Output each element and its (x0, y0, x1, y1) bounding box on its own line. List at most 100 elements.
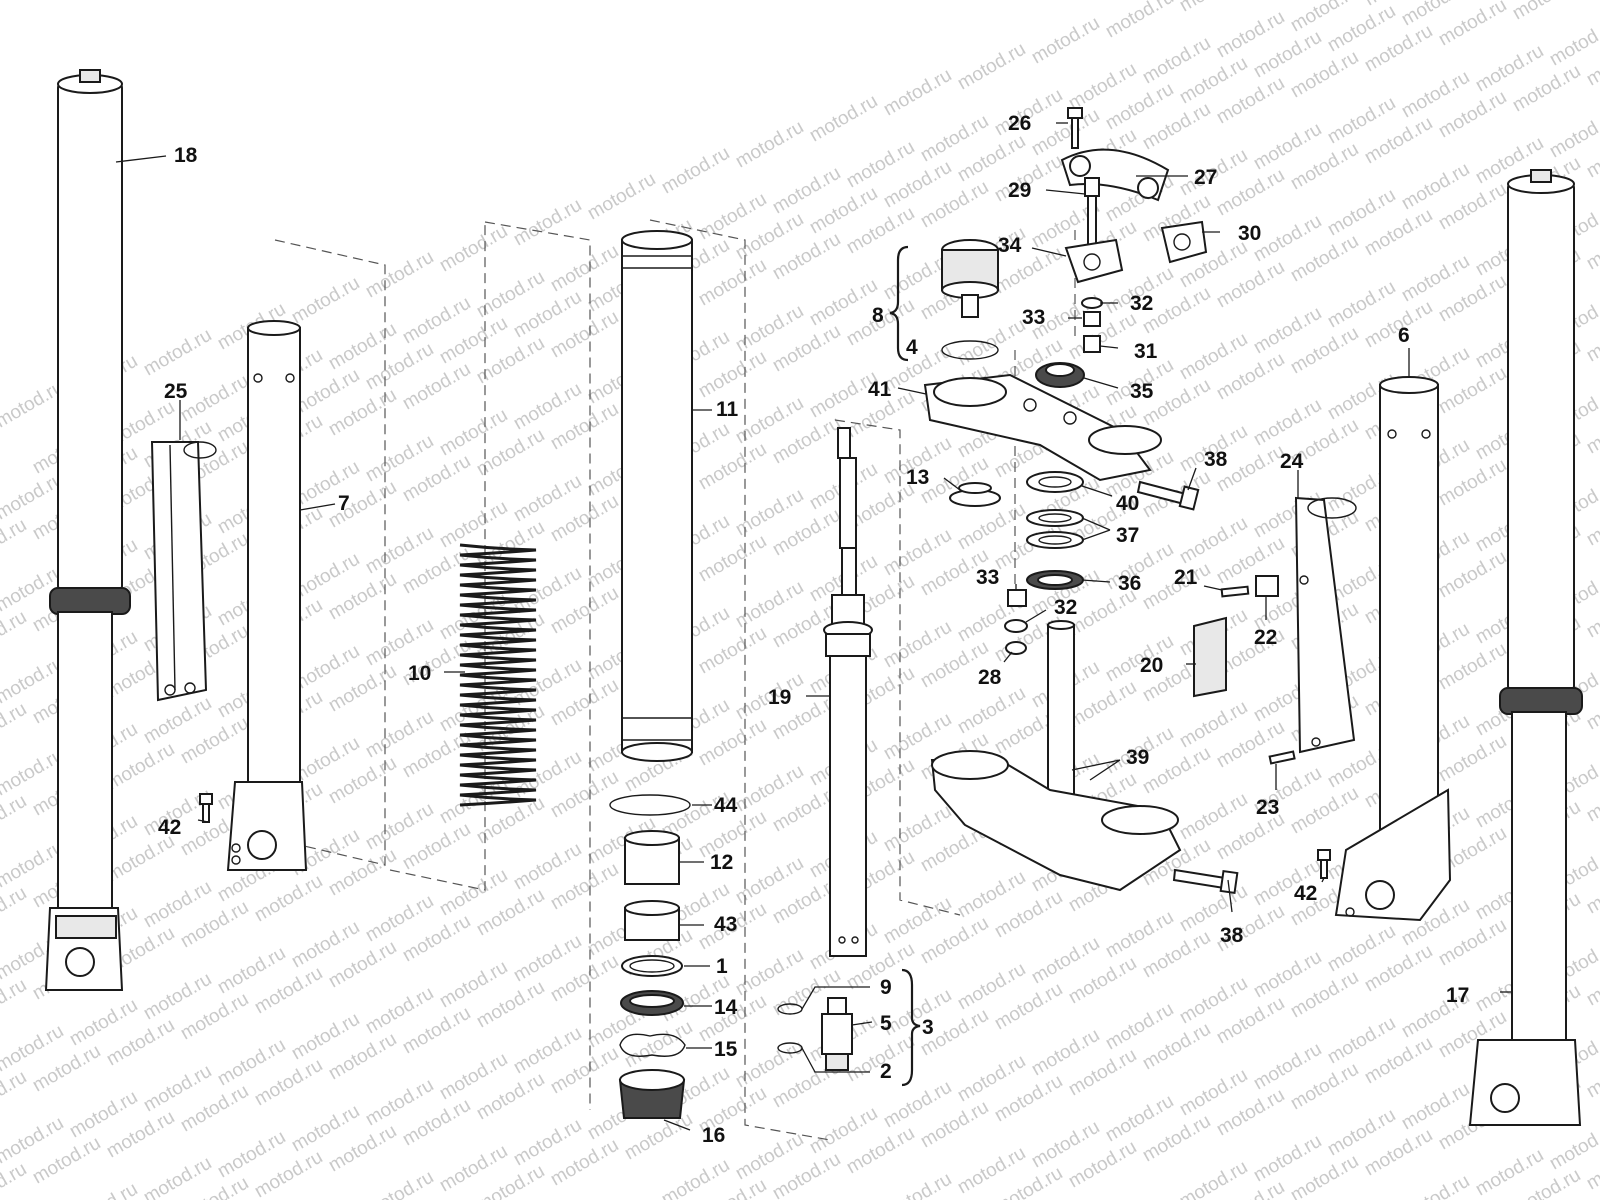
callout-21: 21 (1174, 566, 1198, 589)
part-43-bushing (624, 900, 680, 941)
part-30-holder (1160, 220, 1208, 264)
callout-31: 31 (1134, 340, 1158, 363)
watermark-text: motod.ru (658, 1155, 733, 1200)
watermark-text: motod.ru (1176, 1157, 1251, 1200)
part-35-nut (1035, 362, 1085, 388)
callout-13: 13 (906, 466, 929, 489)
damper-rod (823, 427, 873, 957)
fork-guard-left (150, 441, 217, 702)
part-26-bolt (1067, 107, 1083, 149)
callout-27: 27 (1194, 166, 1217, 189)
callout-40: 40 (1116, 492, 1139, 515)
callout-42-right: 42 (1294, 882, 1317, 905)
callout-7: 7 (338, 492, 350, 515)
callout-32-lower: 32 (1054, 596, 1077, 619)
part-16-dust-seal (618, 1069, 686, 1119)
part-1-washer (621, 955, 683, 977)
part-36-bearing (1026, 570, 1084, 590)
watermark-text: motod.ru (806, 91, 881, 147)
part-14-seal (620, 990, 684, 1016)
callout-6: 6 (1398, 324, 1410, 347)
callout-30: 30 (1238, 222, 1261, 245)
callout-34: 34 (998, 234, 1022, 257)
part-39-lower-triple-clamp (930, 620, 1182, 892)
callout-3: 3 (922, 1016, 934, 1039)
callout-32-top: 32 (1130, 292, 1153, 315)
callout-8: 8 (872, 304, 884, 327)
callout-19: 19 (768, 686, 791, 709)
part-38-bolt-upper (1136, 480, 1200, 511)
watermark-text: motod.ru (658, 143, 733, 199)
part-12-bushing (624, 830, 680, 885)
watermark-text: motod.ru (0, 975, 30, 1031)
watermark-text: motod.ru (880, 1169, 955, 1200)
part-32-washer-lower (1004, 619, 1028, 633)
watermark-text: motod.ru (1028, 13, 1103, 69)
watermark-text: motod.ru (362, 247, 437, 303)
callout-36: 36 (1118, 572, 1141, 595)
part-22-clamp (1255, 575, 1279, 597)
watermark-text: motod.ru (1102, 0, 1177, 42)
callout-35: 35 (1130, 380, 1154, 403)
slider-tube-left (226, 320, 308, 871)
callout-28: 28 (978, 666, 1002, 689)
callout-39: 39 (1126, 746, 1149, 769)
inner-tube (621, 230, 693, 762)
callout-1: 1 (716, 955, 728, 978)
part-4-oring (941, 340, 999, 360)
watermark-text: motod.ru (880, 65, 955, 121)
part-44-clip (609, 794, 691, 816)
watermark-text: motod.ru (1509, 0, 1584, 24)
watermark-text: motod.ru (732, 117, 807, 173)
callout-2: 2 (880, 1060, 892, 1083)
part-21-bolt (1220, 585, 1250, 598)
watermark-text: motod.ru (140, 325, 215, 381)
watermark-text: motod.ru (66, 1179, 141, 1200)
fork-leg-complete-left (44, 69, 131, 991)
part-31-spacer (1083, 335, 1101, 353)
callout-29: 29 (1008, 179, 1031, 202)
callout-37: 37 (1116, 524, 1139, 547)
callout-25: 25 (164, 380, 188, 403)
part-5-valve (821, 997, 853, 1071)
callout-11: 11 (716, 398, 739, 421)
callout-22: 22 (1254, 626, 1277, 649)
callout-labels: 18 25 7 42 10 11 44 12 43 1 14 15 16 19 … (158, 112, 1469, 1147)
part-33-nut-top (1083, 311, 1101, 327)
callout-43: 43 (714, 913, 737, 936)
part-13-washer (949, 482, 1001, 507)
watermark-text: motod.ru (0, 883, 30, 939)
watermark-text: motod.ru (1176, 0, 1251, 16)
watermark-text: motod.ru (436, 221, 511, 277)
watermark-text: motod.ru (954, 39, 1029, 95)
callout-26: 26 (1008, 112, 1031, 135)
watermark-text: motod.ru (140, 1153, 215, 1200)
callout-4: 4 (906, 336, 918, 359)
part-41-upper-triple-clamp (923, 373, 1162, 482)
part-23-bolt (1268, 750, 1296, 765)
callout-33-lower: 33 (976, 566, 999, 589)
part-40-dust-cover (1026, 471, 1084, 493)
part-34-holder (1064, 238, 1124, 284)
watermark-text: motod.ru (0, 1067, 30, 1123)
part-8-fork-cap (941, 239, 999, 318)
callout-42-left: 42 (158, 816, 181, 839)
part-37-washers (1026, 509, 1084, 549)
callout-16: 16 (702, 1124, 725, 1147)
part-15-clip (619, 1033, 686, 1057)
callout-23: 23 (1256, 796, 1279, 819)
slider-tube-right (1334, 376, 1452, 922)
watermark-text: motod.ru (288, 273, 363, 329)
part-27-clamp (1060, 148, 1170, 202)
callout-41: 41 (868, 378, 892, 401)
callout-17: 17 (1446, 984, 1469, 1007)
callout-33-top: 33 (1022, 306, 1045, 329)
callout-15: 15 (714, 1038, 738, 1061)
fork-spring (459, 543, 537, 807)
part-29-bolt (1084, 177, 1100, 251)
watermark-text: motod.ru (0, 515, 30, 571)
watermark-text: motod.ru (1398, 1171, 1473, 1200)
callout-44: 44 (714, 794, 738, 817)
watermark-text: motod.ru (0, 791, 30, 847)
callout-9: 9 (880, 976, 892, 999)
